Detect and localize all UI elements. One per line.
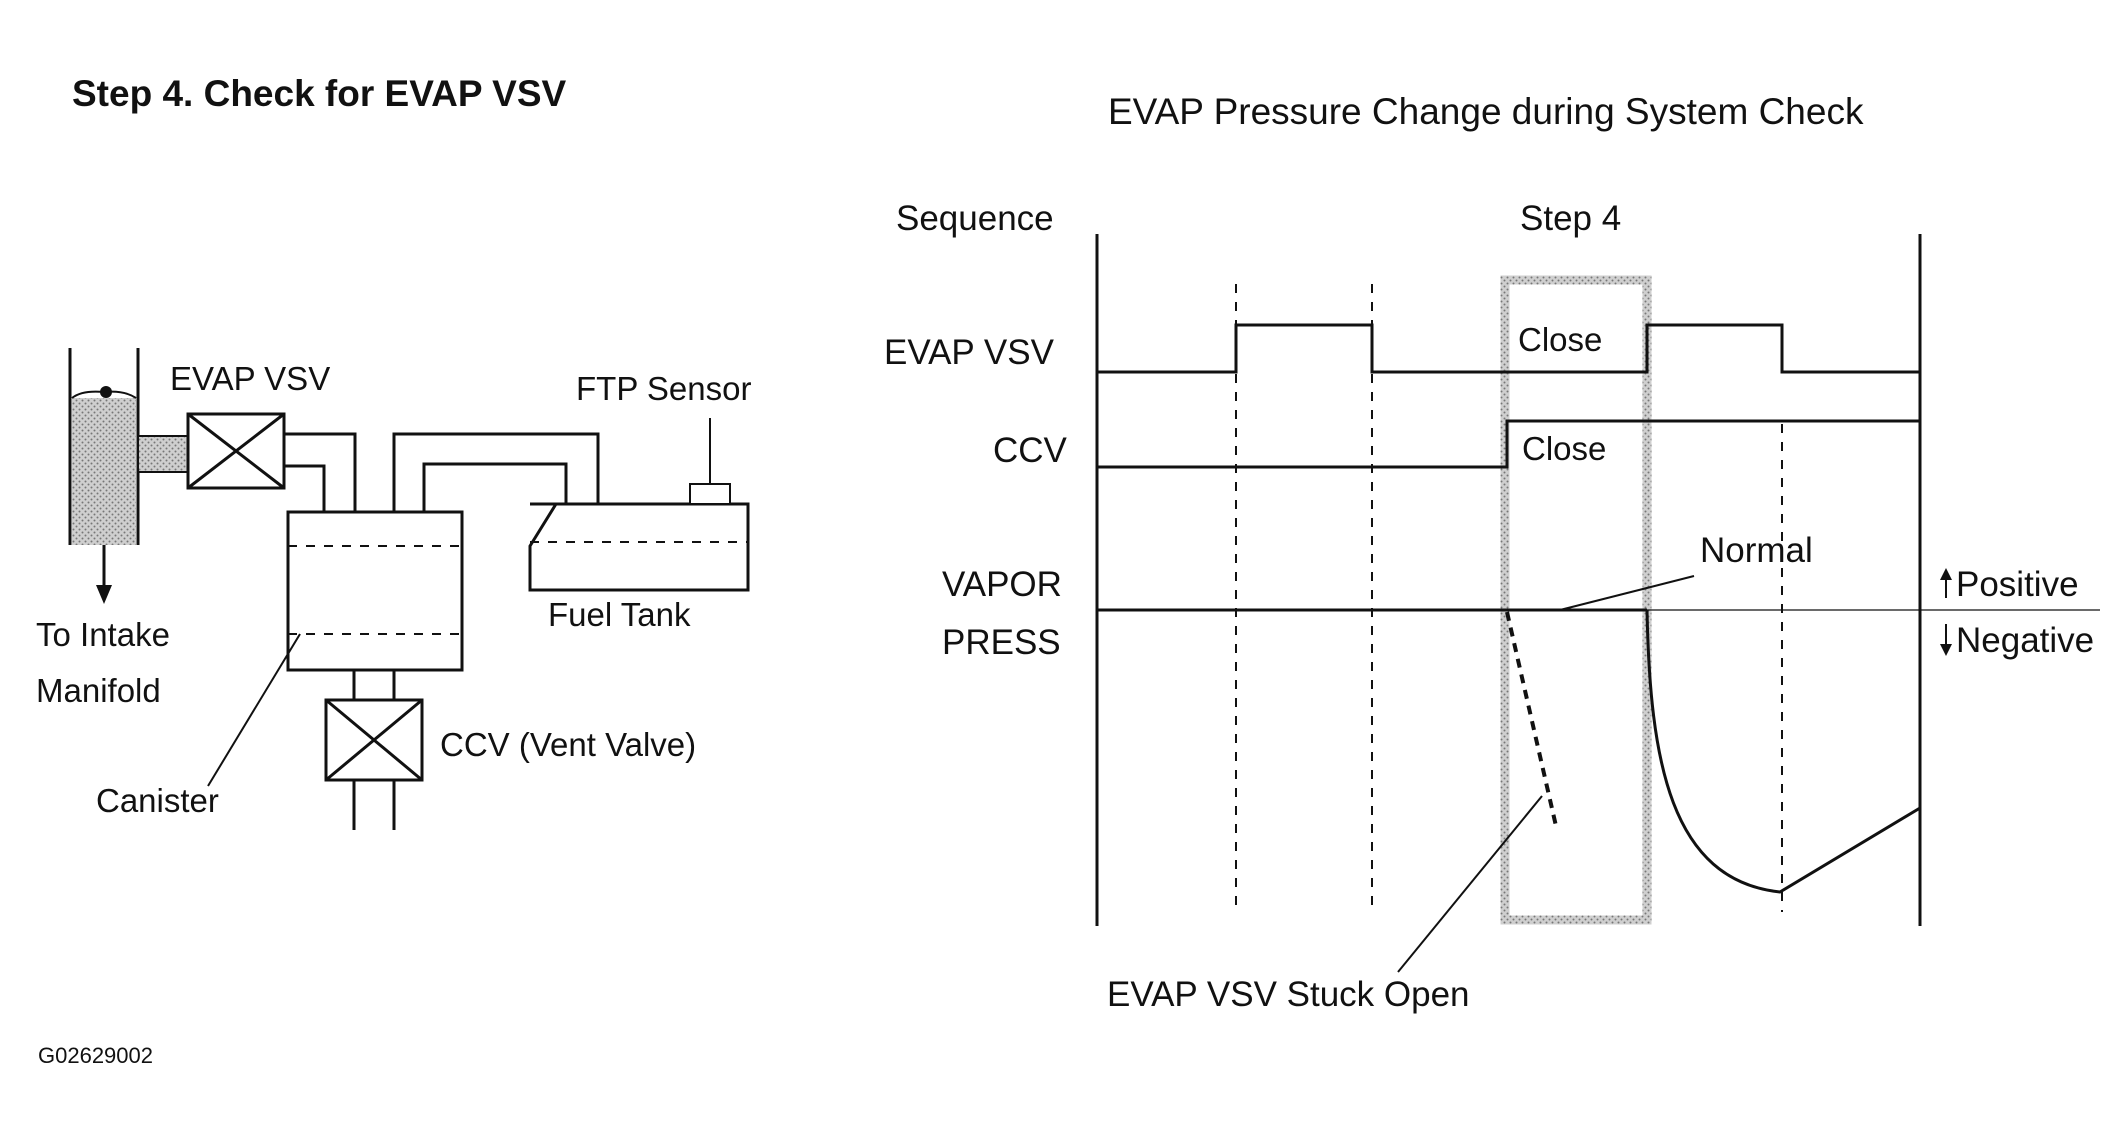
ccv-signal [1097,419,1920,469]
stuck-open-curve [1505,611,1558,827]
ccv-vent-label: CCV (Vent Valve) [440,726,696,763]
evap-vsv-label: EVAP VSV [170,360,330,397]
ccv-vent-valve [324,698,424,782]
positive-arrow-icon [1940,568,1952,580]
figure-code: G02629002 [38,1043,153,1068]
negative-arrow-icon [1940,644,1952,656]
evap-vsv-close-label: Close [1518,321,1602,358]
ccv-close-label: Close [1522,430,1606,467]
chart-title: EVAP Pressure Change during System Check [1108,91,1864,132]
manifold-label: Manifold [36,672,161,709]
ftp-sensor-label: FTP Sensor [576,370,751,407]
intake-manifold [68,348,189,604]
row-vapor-label: VAPOR [942,565,1062,604]
evap-vsv-signal [1097,323,1920,374]
step-4-band [1500,275,1652,925]
normal-label: Normal [1700,531,1813,570]
row-press-label: PRESS [942,623,1061,662]
to-intake-label: To Intake [36,616,170,653]
fuel-tank [528,418,750,592]
canister-label: Canister [96,782,219,819]
stuck-open-label: EVAP VSV Stuck Open [1107,975,1470,1014]
evap-system-schematic: Step 4. Check for EVAP VSV EVAP VSV [36,73,751,1068]
evap-vsv-valve [186,412,286,490]
pressure-timing-chart: EVAP Pressure Change during System Check… [884,91,2100,1014]
normal-pressure-curve [1645,609,1921,894]
canister [286,510,464,672]
fuel-tank-label: Fuel Tank [548,596,691,633]
positive-label: Positive [1956,565,2079,604]
row-ccv-label: CCV [993,431,1068,470]
row-evap-vsv-label: EVAP VSV [884,333,1055,372]
step-title: Step 4. Check for EVAP VSV [72,73,567,114]
sequence-label: Sequence [896,199,1054,238]
negative-label: Negative [1956,621,2094,660]
step-label: Step 4 [1520,199,1621,238]
